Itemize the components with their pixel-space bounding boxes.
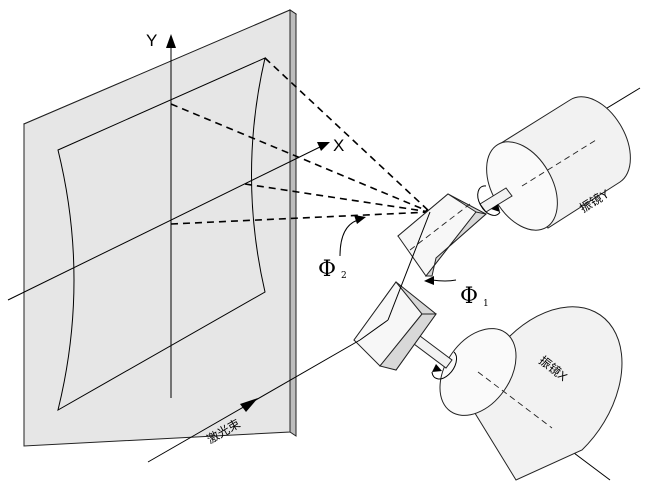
x-axis-arrowhead: [317, 142, 330, 151]
scan-beam-projections: [170, 57, 431, 225]
screen-side-edge: [289, 9, 297, 437]
mirror-y: [397, 193, 488, 277]
galvo-x-motor: [413, 306, 623, 481]
scan-field-outline: [57, 57, 266, 412]
phi2-symbol: Φ: [318, 257, 336, 282]
beam-on-mirror-x: [359, 319, 389, 341]
mirror-y-edge: [424, 211, 488, 277]
mirror-x: [353, 281, 437, 371]
phi2-arrowhead: [354, 215, 366, 224]
galvo-x-rotation-arrowhead: [432, 364, 442, 372]
y-axis-label: Y: [146, 31, 157, 50]
galvo-x-shaft: [413, 335, 453, 369]
phi1-subscript: 1: [483, 299, 489, 309]
phi2-subscript: 2: [341, 271, 347, 281]
phi2-leader-arc: [339, 219, 359, 257]
laser-direction-arrowhead: [240, 398, 258, 412]
laser-beam-path: [147, 211, 431, 463]
phi1-arrowhead: [424, 276, 434, 285]
phi2-indicator: [339, 215, 366, 257]
mirror-x-edge: [379, 313, 437, 371]
galvo-x-centerline: [477, 371, 553, 429]
projection-screen: [22, 9, 298, 447]
coordinate-axes: [7, 34, 330, 398]
screen-face: [23, 9, 291, 447]
galvo-y-rotation-arrow: [477, 185, 501, 216]
galvo-x-rotation-arrow: [431, 351, 458, 380]
projection-line-top: [264, 57, 431, 213]
x-axis-line: [7, 145, 323, 301]
phi1-leader-arc: [431, 279, 457, 282]
y-axis-arrowhead: [166, 34, 176, 48]
projection-line-upper-center: [170, 103, 431, 213]
beam-between-mirrors: [387, 211, 431, 321]
phi1-indicator: [424, 276, 457, 285]
projection-line-center: [170, 211, 431, 225]
galvo-y-centerline: [521, 139, 597, 187]
phi1-symbol: Φ: [460, 284, 478, 309]
mirror-y-reflection-lines: [409, 203, 471, 251]
galvo-y-rotation-arrowhead: [491, 204, 500, 212]
x-axis-label: X: [333, 136, 344, 155]
galvo-y-motor: [477, 87, 641, 231]
